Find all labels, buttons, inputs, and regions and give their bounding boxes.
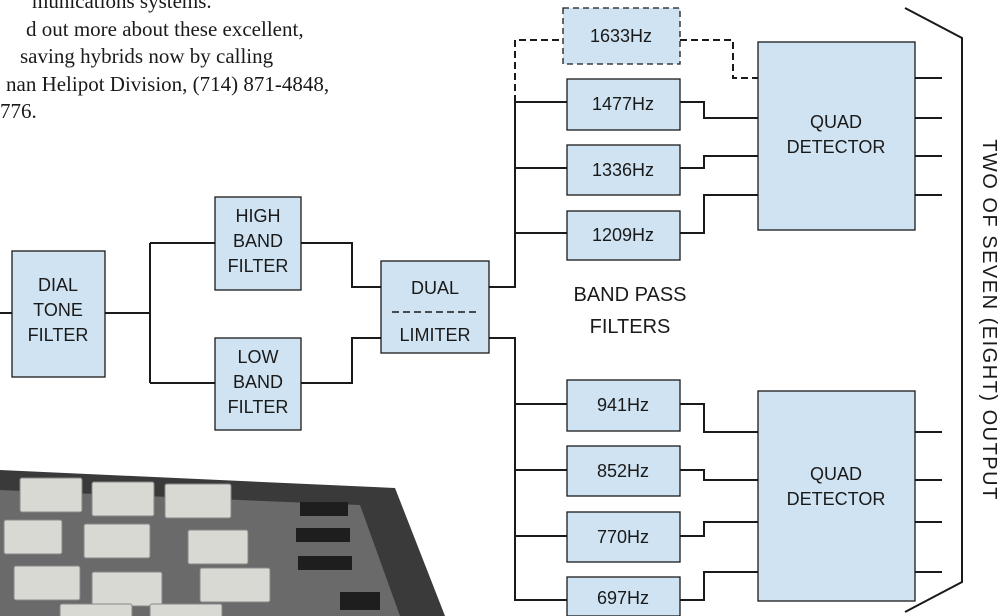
block-label: DETECTOR: [787, 137, 886, 157]
output-label: TWO OF SEVEN (EIGHT) OUTPUT: [978, 139, 1000, 501]
low-filter-group: 941Hz 852Hz 770Hz 697Hz: [567, 380, 680, 616]
filter-label: 1209Hz: [592, 225, 654, 245]
filter-label: 1633Hz: [590, 26, 652, 46]
block-label: DUAL: [411, 278, 459, 298]
block-label: BAND: [233, 372, 283, 392]
block-label: BAND: [233, 231, 283, 251]
block-label: QUAD: [810, 112, 862, 132]
high-band-filter-block: HIGH BAND FILTER: [215, 197, 301, 290]
block-label: DETECTOR: [787, 489, 886, 509]
band-pass-label: BAND PASS: [574, 284, 687, 306]
filter-label: 1336Hz: [592, 160, 654, 180]
dial-tone-filter-block: DIAL TONE FILTER: [12, 251, 105, 377]
band-pass-label: FILTERS: [590, 316, 671, 338]
block-label: FILTER: [228, 397, 289, 417]
high-filter-group: 1633Hz 1477Hz 1336Hz 1209Hz: [563, 8, 680, 260]
filter-label: 1477Hz: [592, 94, 654, 114]
lower-quad-detector-block: QUAD DETECTOR: [758, 391, 915, 601]
filter-label: 852Hz: [597, 461, 649, 481]
filter-label: 770Hz: [597, 527, 649, 547]
filter-label: 697Hz: [597, 588, 649, 608]
low-band-filter-block: LOW BAND FILTER: [215, 338, 301, 430]
filter-label: 941Hz: [597, 395, 649, 415]
upper-quad-detector-block: QUAD DETECTOR: [758, 42, 915, 230]
circuit-board-photo: [0, 470, 445, 616]
block-label: LIMITER: [399, 325, 470, 345]
block-label: HIGH: [236, 206, 281, 226]
block-label: LOW: [237, 347, 278, 367]
block-label: FILTER: [228, 256, 289, 276]
block-label: QUAD: [810, 464, 862, 484]
block-label: TONE: [33, 300, 83, 320]
block-label: DIAL: [38, 275, 78, 295]
dual-limiter-block: DUAL LIMITER: [381, 261, 489, 353]
block-label: FILTER: [28, 325, 89, 345]
